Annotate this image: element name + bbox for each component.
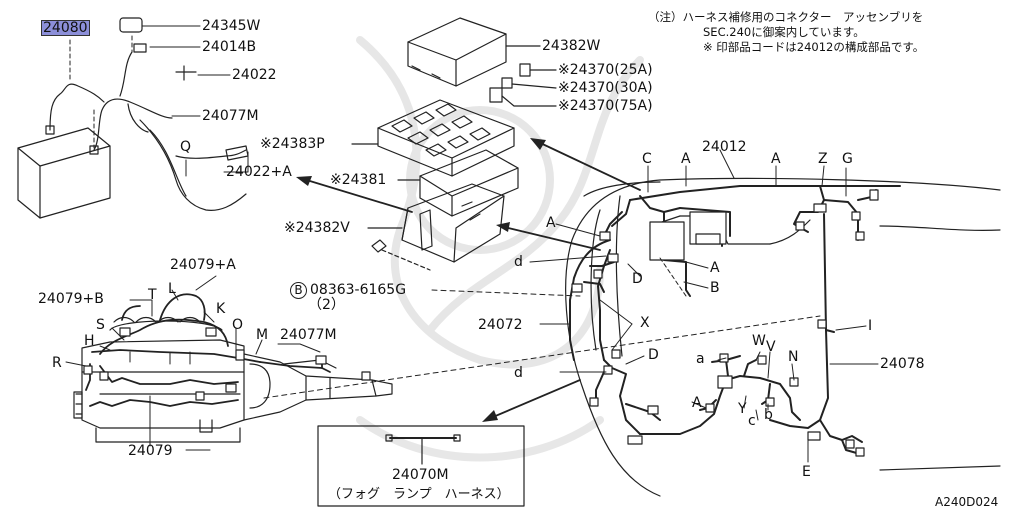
part-label-24070m: 24070M	[392, 467, 449, 483]
callout-d-mid: D	[632, 271, 643, 287]
callout-a-right: A	[710, 260, 720, 276]
battery	[17, 125, 111, 219]
callout-n: N	[788, 349, 799, 365]
engine-sensors	[83, 327, 371, 401]
callout-t: T	[148, 287, 157, 303]
part-label-24080[interactable]: 24080	[41, 20, 90, 36]
callout-a-top-1: A	[681, 151, 691, 167]
fuse-block-base	[397, 149, 519, 217]
callout-i: I	[868, 318, 873, 334]
callout-k: K	[216, 301, 226, 317]
callout-g: G	[842, 151, 853, 167]
callout-e: E	[802, 464, 811, 480]
part-label-24383p: ※24383P	[260, 136, 325, 152]
callout-l: L	[168, 281, 176, 297]
callout-r: R	[52, 355, 62, 371]
car-body-outline	[565, 177, 1001, 497]
callout-a-low: A	[692, 395, 702, 411]
callout-o: O	[232, 317, 244, 333]
pointer-arrows	[299, 139, 641, 421]
harness-engine	[85, 293, 331, 407]
callout-z: Z	[818, 151, 828, 167]
part-label-24382w: 24382W	[542, 38, 601, 54]
battery-cable	[49, 17, 249, 211]
bolt-circle-b: B	[290, 282, 307, 299]
callout-b-right: B	[710, 280, 720, 296]
part-label-24012: 24012	[702, 139, 747, 155]
callout-x: X	[640, 315, 650, 331]
harness-leader-lines	[263, 149, 879, 463]
part-label-24345w: 24345W	[202, 18, 261, 34]
fuse-block	[351, 99, 515, 177]
leader-lines-battery	[69, 25, 249, 177]
callout-y: Y	[738, 401, 747, 417]
callout-b-low: b	[764, 407, 773, 423]
part-label-24022a: 24022+A	[226, 164, 292, 180]
callout-w: W	[752, 333, 766, 349]
engine-leader-lines	[65, 275, 321, 451]
diagram-code: A240D024	[935, 495, 999, 509]
fog-lamp-box	[317, 425, 525, 507]
callout-d-left: d	[514, 254, 523, 270]
callout-a-top-2: A	[771, 151, 781, 167]
callout-d-low-left: d	[514, 365, 523, 381]
part-label-24079: 24079	[128, 443, 173, 459]
callout-c-top: C	[642, 151, 652, 167]
note-line-2: SEC.240に御案内しています。	[703, 25, 865, 39]
callout-s: S	[96, 317, 105, 333]
callout-h: H	[84, 333, 95, 349]
harness-24012	[603, 185, 901, 297]
part-label-24077m-top: 24077M	[202, 108, 259, 124]
part-label-08363: 08363-6165G	[310, 282, 407, 298]
fuse-box-lid	[407, 17, 541, 87]
part-label-24014b: 24014B	[202, 39, 257, 55]
note-line-3: ※ 印部品コードは24012の構成部品です。	[703, 40, 925, 54]
part-label-24079a: 24079+A	[170, 257, 236, 273]
part-label-24370-30a: ※24370(30A)	[558, 80, 653, 96]
transmission	[243, 353, 393, 421]
part-label-24381: ※24381	[330, 172, 387, 188]
part-label-08363-qty: （2）	[308, 297, 345, 313]
fuses	[489, 63, 557, 107]
callout-d-low: D	[648, 347, 659, 363]
callout-c-low: c	[748, 413, 756, 429]
callout-m: M	[256, 327, 269, 343]
callout-a-small: a	[696, 351, 705, 367]
part-label-24370-75a: ※24370(75A)	[558, 98, 653, 114]
part-label-24022: 24022	[232, 67, 277, 83]
part-label-24072: 24072	[478, 317, 523, 333]
part-label-24079b: 24079+B	[38, 291, 104, 307]
callout-a-left: A	[546, 215, 556, 231]
callout-v: V	[766, 339, 776, 355]
harness-24072	[569, 239, 661, 435]
arrow-heads	[296, 138, 546, 422]
connectors	[571, 189, 879, 457]
part-label-24382v: ※24382V	[284, 220, 350, 236]
note-line-1: （注）ハーネス補修用のコネクター アッセンブリを	[648, 10, 924, 24]
part-label-24078: 24078	[880, 356, 925, 372]
part-label-24070m-desc: （フォグ ランプ ハーネス）	[328, 487, 510, 502]
fuse-bracket	[367, 183, 505, 271]
part-label-q: Q	[180, 139, 192, 155]
part-label-24370-25a: ※24370(25A)	[558, 62, 653, 78]
part-label-24077m-engine: 24077M	[280, 327, 337, 343]
